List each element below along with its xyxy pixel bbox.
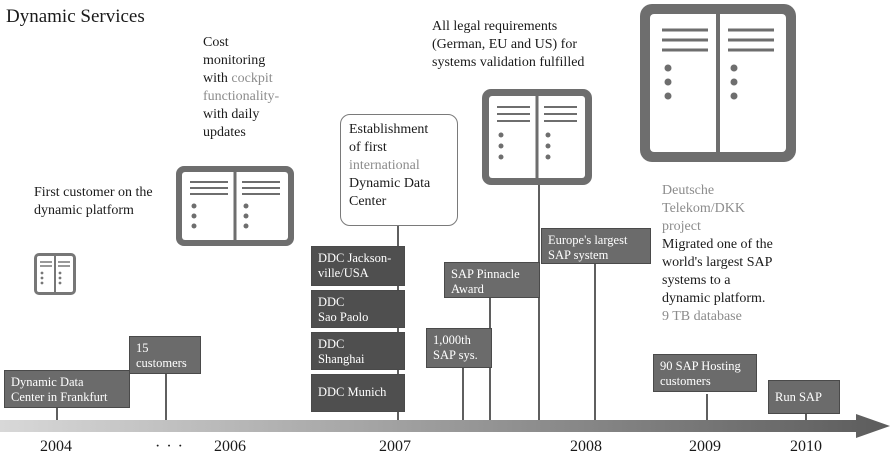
page-title: Dynamic Services — [6, 6, 145, 27]
box-ddc-jacksonville: DDC Jackson-ville/USA — [311, 246, 405, 286]
timeline-ellipsis: · · · — [155, 438, 184, 455]
stem-15-customers — [165, 368, 167, 424]
milestone-first-customer: First customer on the dynamic platform — [34, 185, 153, 218]
server-icon-large — [482, 89, 592, 185]
stem-runsap — [805, 414, 807, 424]
year-2010: 2010 — [790, 438, 822, 455]
milestone-cost-monitoring: Cost monitoring with cockpit functionali… — [203, 35, 280, 140]
milestone-telekom: Deutsche Telekom/DKK project Migrated on… — [662, 183, 773, 324]
year-2008: 2008 — [570, 438, 602, 455]
year-2006: 2006 — [214, 438, 246, 455]
box-ddc-munich: DDC Munich — [311, 374, 405, 412]
year-2007: 2007 — [379, 438, 411, 455]
milestone-legal: All legal requirements (German, EU and U… — [432, 19, 585, 70]
stem-hosting — [706, 394, 708, 424]
stem-legal — [538, 185, 540, 424]
server-icon-small — [34, 253, 76, 295]
year-2004: 2004 — [40, 438, 72, 455]
timeline-arrow — [0, 414, 890, 438]
stem-frankfurt — [56, 396, 58, 424]
stem-europe — [594, 264, 596, 424]
stem-1000th — [462, 368, 464, 424]
box-run-sap: Run SAP — [768, 380, 840, 414]
year-2009: 2009 — [689, 438, 721, 455]
callout-establishment: Establishment of first international Dyn… — [340, 114, 458, 226]
server-icon-xlarge — [640, 4, 796, 162]
server-icon-medium — [176, 166, 294, 246]
